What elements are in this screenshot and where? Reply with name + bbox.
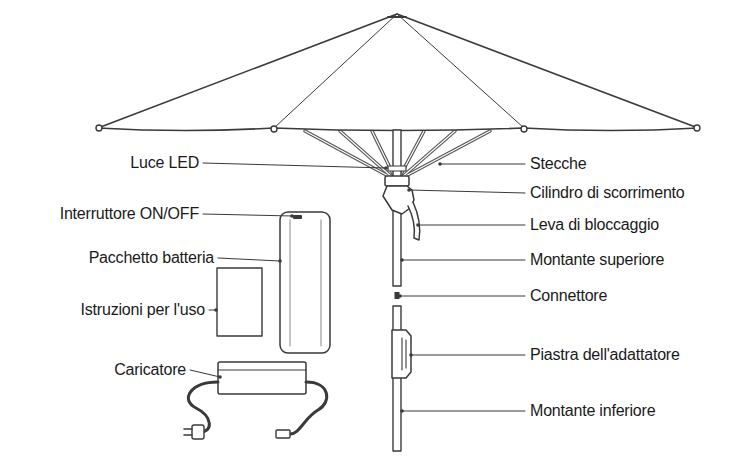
on-off-switch xyxy=(293,215,302,219)
part-label: Caricatore xyxy=(114,361,186,379)
part-label: Cilindro di scorrimento xyxy=(530,184,685,202)
dc-plug xyxy=(276,430,290,438)
part-label: Leva di bloccaggio xyxy=(530,216,659,234)
led-light xyxy=(388,166,406,171)
part-label: Interruttore ON/OFF xyxy=(60,205,199,223)
adapter-plate xyxy=(392,330,411,378)
charger-box xyxy=(218,362,306,394)
part-label: Luce LED xyxy=(130,154,199,172)
slide-cylinder xyxy=(385,176,409,186)
part-label: Connettore xyxy=(530,287,607,305)
part-label: Piastra dell'adattatore xyxy=(530,346,680,364)
part-label: Istruzioni per l'uso xyxy=(81,301,205,319)
battery-pack xyxy=(280,212,330,353)
instruction-sheet xyxy=(217,268,262,336)
part-label: Stecche xyxy=(530,155,586,173)
mains-plug xyxy=(184,425,204,439)
part-label: Pacchetto batteria xyxy=(89,249,214,267)
leader-lines xyxy=(190,163,525,411)
part-label: Montante inferiore xyxy=(530,402,655,420)
part-label: Montante superiore xyxy=(530,251,664,269)
canopy xyxy=(98,14,698,131)
